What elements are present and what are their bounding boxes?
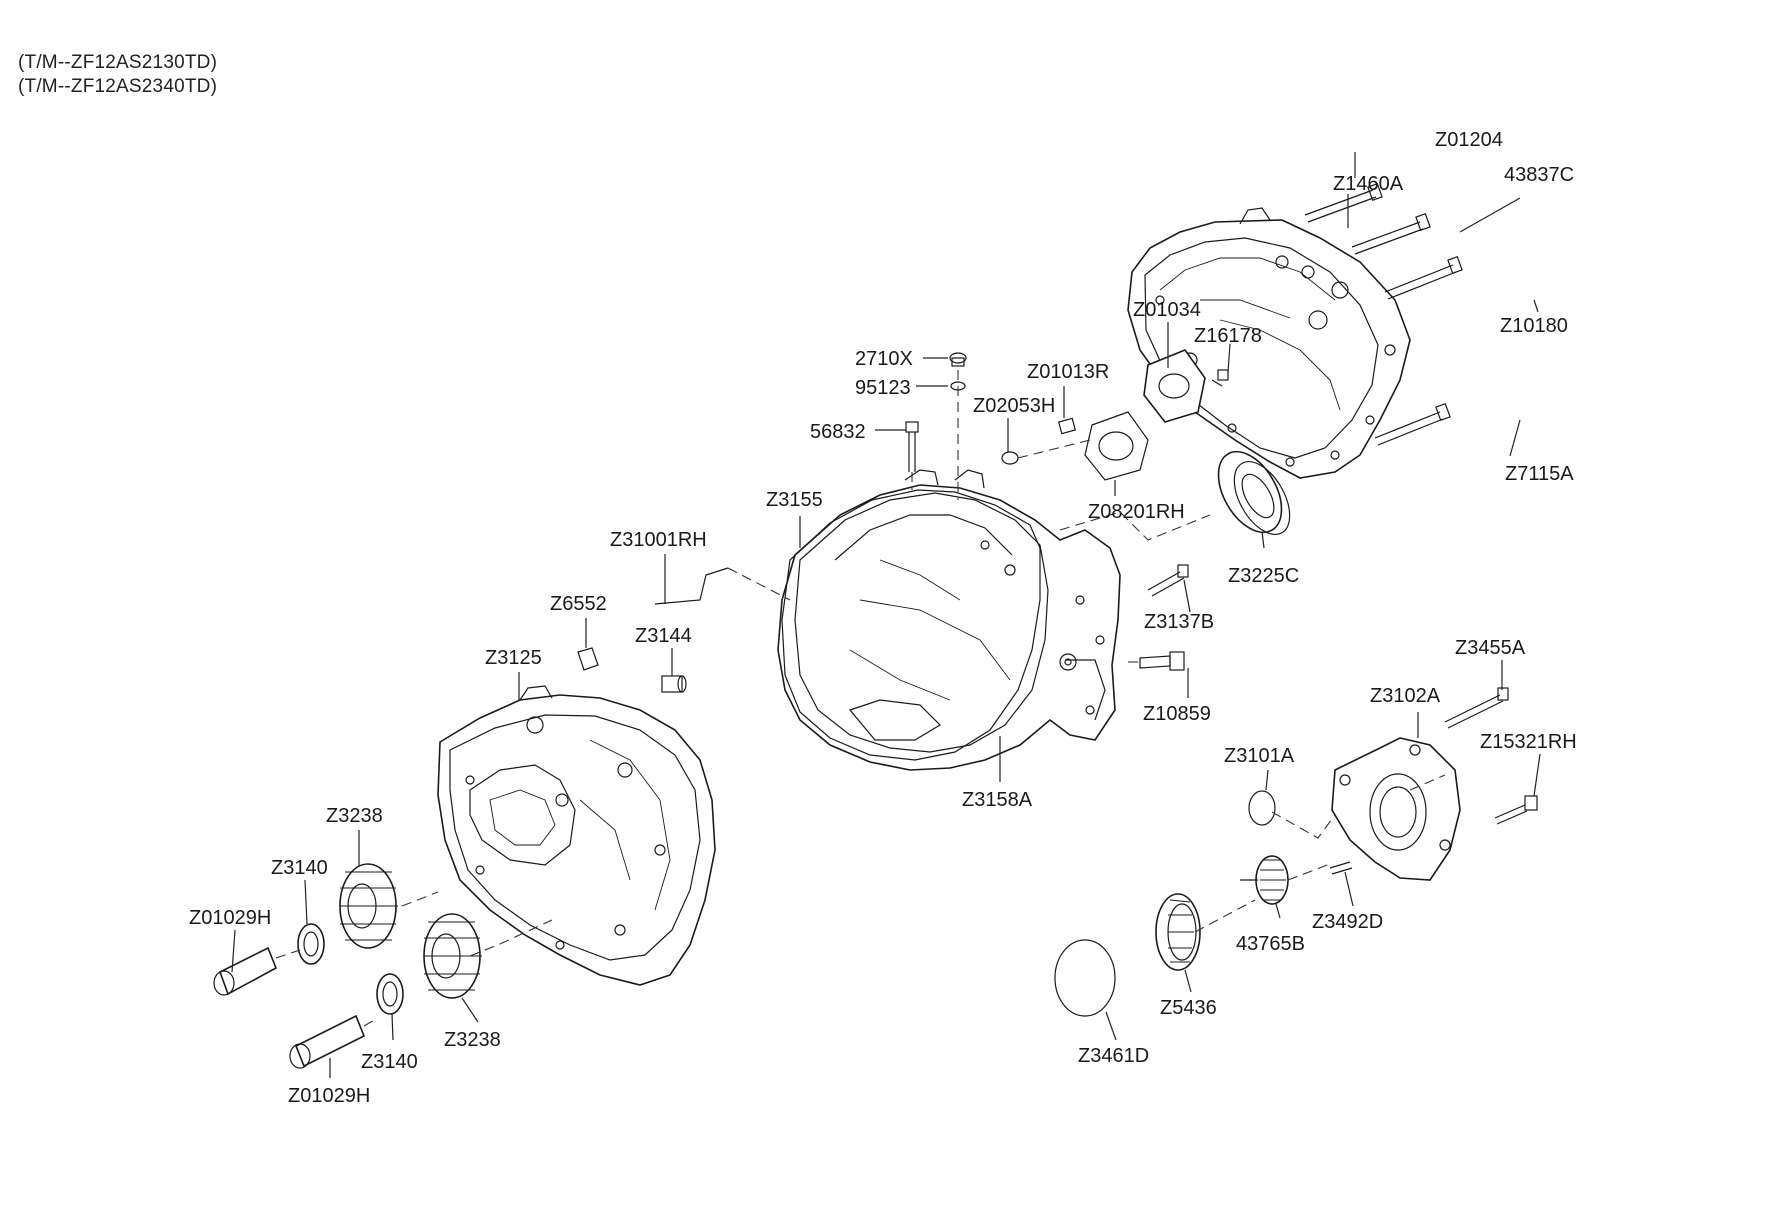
housing-gasket-part[interactable]: [781, 489, 1041, 761]
label-z01029h-bottom: Z01029H: [288, 1085, 370, 1107]
oring-z3461d-part[interactable]: [1054, 939, 1116, 1017]
shaft-z01029h-bottom-part[interactable]: [289, 1014, 366, 1069]
label-43765b: 43765B: [1236, 933, 1305, 955]
label-95123: 95123: [855, 377, 911, 399]
label-z3144: Z3144: [635, 625, 692, 647]
main-transmission-housing-part[interactable]: [777, 469, 1121, 771]
bolt-56832-part[interactable]: [905, 421, 919, 472]
needle-bearing-z3140-top-part[interactable]: [297, 923, 325, 965]
gasket-z08201rh-part[interactable]: [1084, 411, 1149, 481]
label-z3225c: Z3225C: [1228, 565, 1299, 587]
nut-z01013r-part[interactable]: [1057, 417, 1077, 435]
label-2710x: 2710X: [855, 348, 913, 370]
label-z3238-bottom: Z3238: [444, 1029, 501, 1051]
pin-z3492d-part[interactable]: [1329, 861, 1353, 875]
label-z01034: Z01034: [1133, 299, 1201, 321]
label-z3102a: Z3102A: [1370, 685, 1441, 707]
plug-2710x-part[interactable]: [949, 352, 967, 367]
bolt-z3455a-part[interactable]: [1444, 687, 1509, 729]
switch-z10859-part[interactable]: [1139, 651, 1185, 671]
label-z10859: Z10859: [1143, 703, 1211, 725]
oring-z3101a-part[interactable]: [1248, 790, 1276, 826]
label-z3140-top: Z3140: [271, 857, 328, 879]
bolt-z15321rh-part[interactable]: [1494, 795, 1538, 825]
sleeve-z3144-part[interactable]: [661, 675, 687, 693]
needle-bearing-z3140-bottom-part[interactable]: [376, 973, 404, 1015]
rear-housing-part[interactable]: [437, 685, 716, 986]
bolt-z16178-part[interactable]: [1211, 369, 1229, 387]
bearing-z3225c-part[interactable]: [1205, 441, 1301, 544]
label-z7115a: Z7115A: [1505, 463, 1574, 485]
clip-z6552-part[interactable]: [577, 647, 599, 671]
label-z15321rh: Z15321RH: [1480, 731, 1577, 753]
label-z3492d: Z3492D: [1312, 911, 1383, 933]
label-z6552: Z6552: [550, 593, 607, 615]
ring-gear-z5436-part[interactable]: [1155, 893, 1201, 971]
ring-z02053h-part[interactable]: [1001, 451, 1019, 465]
tube-z31001rh-part[interactable]: [654, 567, 729, 605]
shaft-z01029h-top-part[interactable]: [213, 946, 278, 996]
leader-lines: [231, 152, 1541, 1078]
label-z01029h-top: Z01029H: [189, 907, 271, 929]
model-code-line-1: (T/M--ZF12AS2130TD): [18, 52, 218, 73]
label-z01013r: Z01013R: [1027, 361, 1109, 383]
assembly-lines: [275, 370, 1446, 1027]
label-z5436: Z5436: [1160, 997, 1217, 1019]
label-43837c: 43837C: [1504, 164, 1574, 186]
bolt-z3137b-part[interactable]: [1147, 564, 1189, 597]
gear-z3238-bottom-part[interactable]: [423, 913, 482, 999]
label-z3155: Z3155: [766, 489, 823, 511]
label-z31001rh: Z31001RH: [610, 529, 707, 551]
label-z3140-bottom: Z3140: [361, 1051, 418, 1073]
label-z01204: Z01204: [1435, 129, 1503, 151]
gear-43765b-part[interactable]: [1240, 855, 1289, 905]
label-z3461d: Z3461D: [1078, 1045, 1149, 1067]
label-z3455a: Z3455A: [1455, 637, 1526, 659]
cover-z01034-part[interactable]: [1143, 349, 1206, 423]
label-z3137b: Z3137B: [1144, 611, 1214, 633]
label-z10180: Z10180: [1500, 315, 1568, 337]
flange-z3102a-part[interactable]: [1331, 737, 1461, 881]
label-z16178: Z16178: [1194, 325, 1262, 347]
model-code-line-2: (T/M--ZF12AS2340TD): [18, 76, 218, 97]
label-z3238-top: Z3238: [326, 805, 383, 827]
label-z3101a: Z3101A: [1224, 745, 1295, 767]
housing-bolts-top[interactable]: [1304, 182, 1463, 446]
label-z1460a: Z1460A: [1333, 173, 1404, 195]
label-z3158a: Z3158A: [962, 789, 1033, 811]
gear-z3238-top-part[interactable]: [339, 863, 398, 949]
label-z08201rh: Z08201RH: [1088, 501, 1185, 523]
label-z02053h: Z02053H: [973, 395, 1055, 417]
label-z3125: Z3125: [485, 647, 542, 669]
clutch-housing-part[interactable]: [1127, 207, 1411, 479]
label-56832: 56832: [810, 421, 866, 443]
